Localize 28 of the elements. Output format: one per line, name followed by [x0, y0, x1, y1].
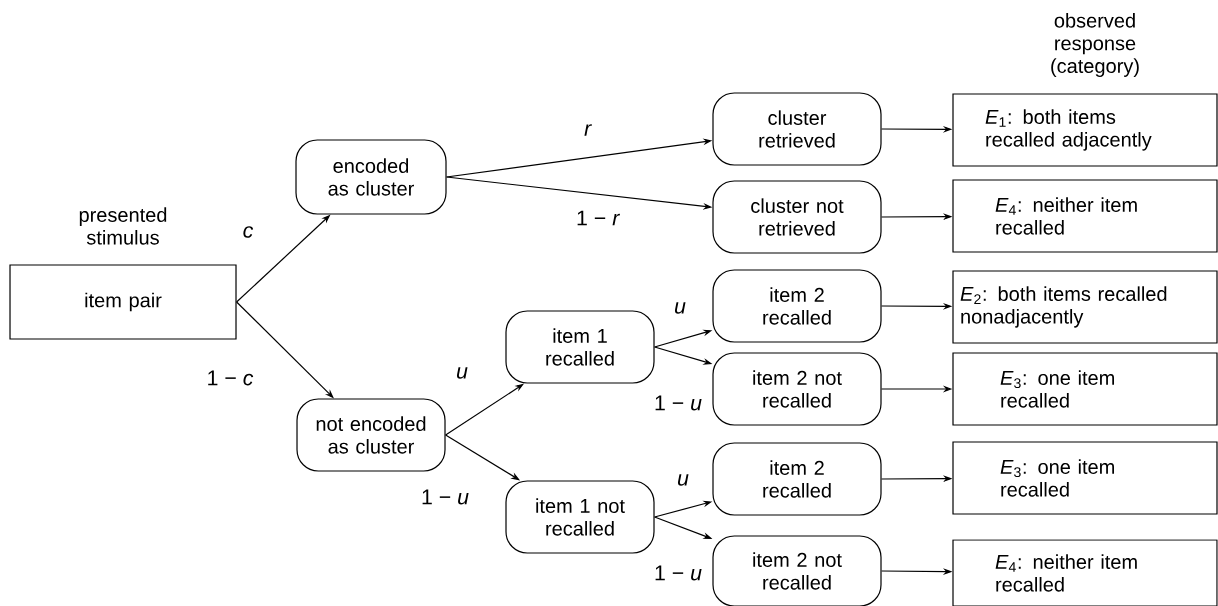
edge-label: u [677, 474, 689, 486]
edge-label: r [584, 124, 592, 136]
rounded-box: cluster retrieved [712, 92, 882, 166]
edge-label: u [456, 367, 468, 379]
rounded-box: cluster not retrieved [712, 180, 882, 254]
rounded-box: item 2 recalled [712, 442, 882, 516]
rounded-box: encoded as cluster [295, 139, 447, 215]
edge-label: 1 − c [208, 370, 254, 386]
rounded-box: item 2 not recalled [712, 352, 882, 426]
box: E$_{4}$: neither item recalled [952, 539, 1218, 606]
edge-label: u [674, 302, 686, 314]
rounded-box: item 1 not recalled [505, 480, 655, 554]
box: E$_{3}$: one item recalled [952, 441, 1218, 515]
rounded-box: item 1 recalled [505, 310, 655, 384]
box: E$_{1}$: both items recalled adjacently [952, 93, 1218, 167]
box: item pair [9, 264, 237, 340]
rounded-box: item 2 not recalled [712, 535, 882, 606]
rounded-box: item 2 recalled [712, 269, 882, 343]
edge-label: c [243, 226, 254, 238]
box: E$_{2}$: both items recalled nonadjacently [952, 270, 1218, 344]
edge-label: 1 − u [422, 489, 469, 505]
edge-label: 1 − u [655, 565, 702, 581]
edge-label: 1 − r [577, 210, 620, 226]
box: E$_{3}$: one item recalled [952, 352, 1218, 426]
box: E$_{4}$: neither item recalled [952, 179, 1218, 253]
edge-label: 1 − u [655, 395, 702, 411]
heading-text: presented stimulus [79, 207, 167, 245]
rounded-box: not encoded as cluster [296, 398, 446, 472]
